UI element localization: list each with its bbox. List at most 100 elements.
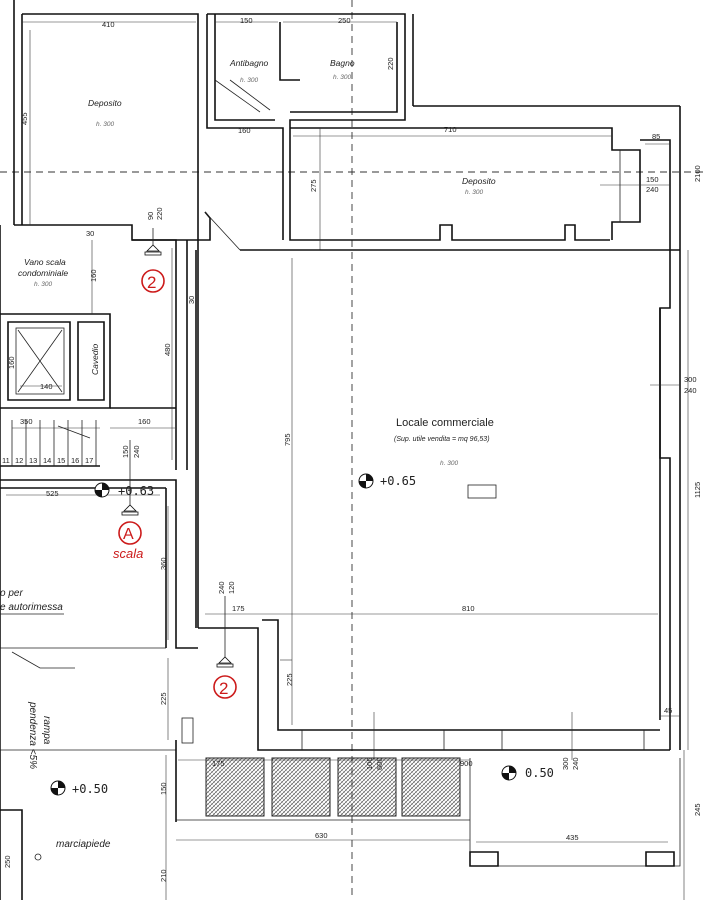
- level-065-label: +0.65: [380, 474, 416, 488]
- entry-marker-2-south: [213, 596, 237, 699]
- dim-480: 480: [163, 343, 172, 356]
- dim-150-top: 150: [240, 16, 253, 25]
- dim-360: 360: [159, 557, 168, 570]
- dim-240-stair: 240: [132, 445, 141, 458]
- dim-140: 140: [40, 382, 53, 391]
- dim-240-south: 240: [571, 757, 580, 770]
- dim-150-ne: 150: [646, 175, 659, 184]
- entry-marker-2-south-label: 2: [219, 679, 228, 698]
- stair-step-14: 14: [43, 456, 51, 465]
- grate-3: [337, 757, 397, 817]
- stair-core-walls: [0, 225, 188, 900]
- dim-300-east: 300: [684, 375, 697, 384]
- dim-525: 525: [46, 489, 59, 498]
- entry-marker-a-label: A: [123, 526, 134, 543]
- entry-marker-a: [118, 440, 142, 545]
- ramp-zone-walls: [0, 479, 470, 822]
- deposito-nw-height: h. 300: [96, 121, 114, 128]
- deposito-ne-walls: [289, 14, 681, 250]
- vano-scala-label-1: Vano scala: [24, 257, 66, 267]
- vano-scala-height: h. 300: [34, 281, 52, 288]
- dim-250-top: 250: [338, 16, 351, 25]
- entry-marker-2-north: [141, 228, 165, 293]
- dim-350: 350: [20, 417, 33, 426]
- dim-30-core: 30: [86, 229, 94, 238]
- grate-1: [205, 757, 265, 817]
- access-label-1: o per: [0, 588, 23, 599]
- locale-commerciale-label: Locale commerciale: [396, 417, 494, 429]
- dim-210: 210: [159, 869, 168, 882]
- vano-scala-label-2: condominiale: [18, 268, 68, 278]
- stair-step-12: 12: [15, 456, 23, 465]
- deposito-nw-label: Deposito: [88, 98, 122, 108]
- entry-marker-scala-label: scala: [113, 546, 143, 561]
- locale-sup-label: (Sup. utile vendita = mq 96,53): [394, 436, 490, 443]
- level-050-east-label: 0.50: [525, 766, 554, 780]
- stair-step-13: 13: [29, 456, 37, 465]
- dim-2100: 2100: [693, 165, 702, 182]
- dim-175: 175: [232, 604, 245, 613]
- dim-160-right: 160: [138, 417, 151, 426]
- level-marker-063: [94, 482, 110, 498]
- dim-225-ramp: 225: [159, 692, 168, 705]
- dim-90: 90: [146, 212, 155, 220]
- dim-120: 120: [227, 581, 236, 594]
- bagno-height: h. 300: [333, 74, 351, 81]
- access-label-2: e autorimessa: [0, 602, 63, 613]
- level-050-west-label: +0.50: [72, 782, 108, 796]
- dim-410: 410: [102, 20, 115, 29]
- dim-240-entry: 240: [217, 581, 226, 594]
- dim-1125: 1125: [693, 482, 702, 498]
- stair-step-11: 11: [2, 456, 10, 465]
- stair-step-15: 15: [57, 456, 65, 465]
- south-frontage: [0, 750, 685, 900]
- deposito-ne-height: h. 300: [465, 189, 483, 196]
- dim-240-east: 240: [684, 386, 697, 395]
- deposito-nw-walls: [13, 0, 199, 241]
- antibagno-label: Antibagno: [229, 58, 269, 68]
- cavedio-label: Cavedio: [90, 344, 100, 375]
- dim-245: 245: [693, 803, 702, 816]
- locale-height: h. 300: [440, 460, 458, 467]
- grate-4: [401, 757, 461, 817]
- dim-175-south: 175: [212, 759, 225, 768]
- locale-commerciale-walls: [195, 211, 689, 760]
- dim-150-south: 150: [159, 782, 168, 795]
- entry-marker-2-north-label: 2: [147, 273, 156, 292]
- dim-600: 600: [375, 757, 384, 770]
- dim-300-south: 300: [561, 757, 570, 770]
- dim-710: 710: [444, 125, 457, 134]
- dim-455: 455: [20, 112, 29, 125]
- dim-45: 45: [664, 706, 672, 715]
- dim-85: 85: [652, 132, 660, 141]
- dim-900: 900: [460, 759, 473, 768]
- dim-220-core: 220: [155, 207, 164, 220]
- stair-steps: [0, 420, 97, 466]
- drain-point: [34, 853, 42, 861]
- stair-step-16: 16: [71, 456, 79, 465]
- marciapiede-label: marciapiede: [56, 839, 111, 850]
- deposito-ne-label: Deposito: [462, 176, 496, 186]
- level-marker-065: [358, 473, 374, 489]
- stair-step-17: 17: [85, 456, 93, 465]
- level-063-label: +0.63: [118, 484, 154, 498]
- dim-810: 810: [462, 604, 475, 613]
- dim-100: 100: [365, 757, 374, 770]
- level-marker-050-west: [50, 780, 66, 796]
- dim-275: 275: [309, 179, 318, 192]
- bathroom-walls: [206, 13, 406, 240]
- dim-435: 435: [566, 833, 579, 842]
- dim-250-south: 250: [3, 855, 12, 868]
- dim-160-mid: 160: [238, 126, 251, 135]
- dim-30-side: 30: [187, 296, 196, 304]
- bagno-label: Bagno: [330, 58, 355, 68]
- dim-160-vert: 160: [89, 269, 98, 282]
- antibagno-height: h. 300: [240, 77, 258, 84]
- dim-150-stair: 150: [121, 445, 130, 458]
- grate-2: [271, 757, 331, 817]
- level-marker-050-east: [501, 765, 517, 781]
- dim-630: 630: [315, 831, 328, 840]
- dim-160-core: 160: [7, 356, 16, 369]
- dim-795: 795: [283, 433, 292, 446]
